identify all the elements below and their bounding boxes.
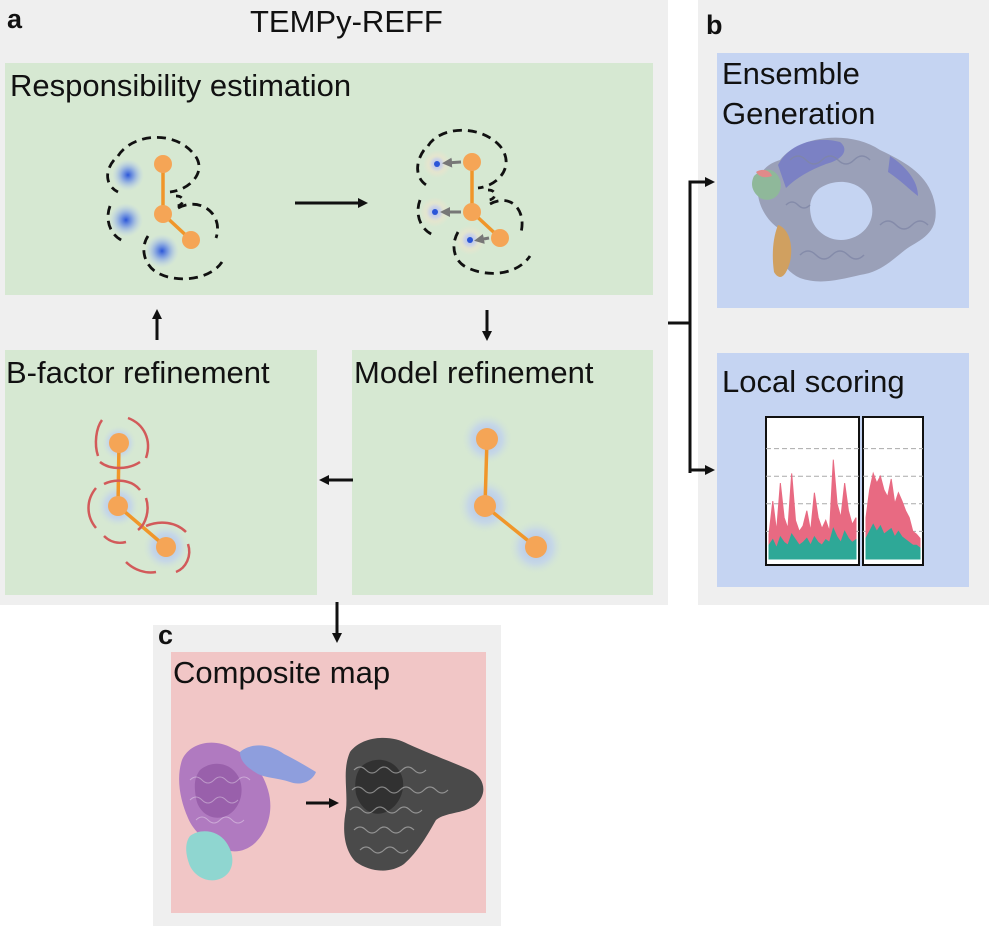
bfactor-refinement-label: B-factor refinement <box>6 355 270 390</box>
panel-a-letter: a <box>7 4 23 34</box>
local-scoring-chart <box>765 416 924 566</box>
model-refinement-model <box>457 413 564 575</box>
model-refinement-label: Model refinement <box>354 355 594 390</box>
bfactor-model <box>87 416 191 574</box>
local-scoring-series-2-area <box>768 527 857 560</box>
local-scoring-series-2-area <box>865 523 921 560</box>
composite-output-map <box>344 737 484 871</box>
panel-a-title: TEMPy-REFF <box>250 4 443 39</box>
ensemble-density-map <box>752 137 936 282</box>
local-scoring-label: Local scoring <box>722 364 905 399</box>
responsibility-left-model <box>106 136 224 281</box>
composite-input-maps <box>179 742 316 881</box>
responsibility-right-model <box>416 128 532 275</box>
composite-map-label: Composite map <box>173 655 391 690</box>
panel-b-letter: b <box>706 10 723 40</box>
responsibility-estimation-label: Responsibility estimation <box>10 68 352 103</box>
panel-c-letter: c <box>158 620 174 650</box>
ensemble-generation-label-line2: Generation <box>722 96 876 131</box>
ensemble-generation-label-line1: Ensemble <box>722 56 860 91</box>
model-refinement-box: Model refinement <box>352 350 653 595</box>
branch-arrows-to-panel-b <box>668 177 715 475</box>
